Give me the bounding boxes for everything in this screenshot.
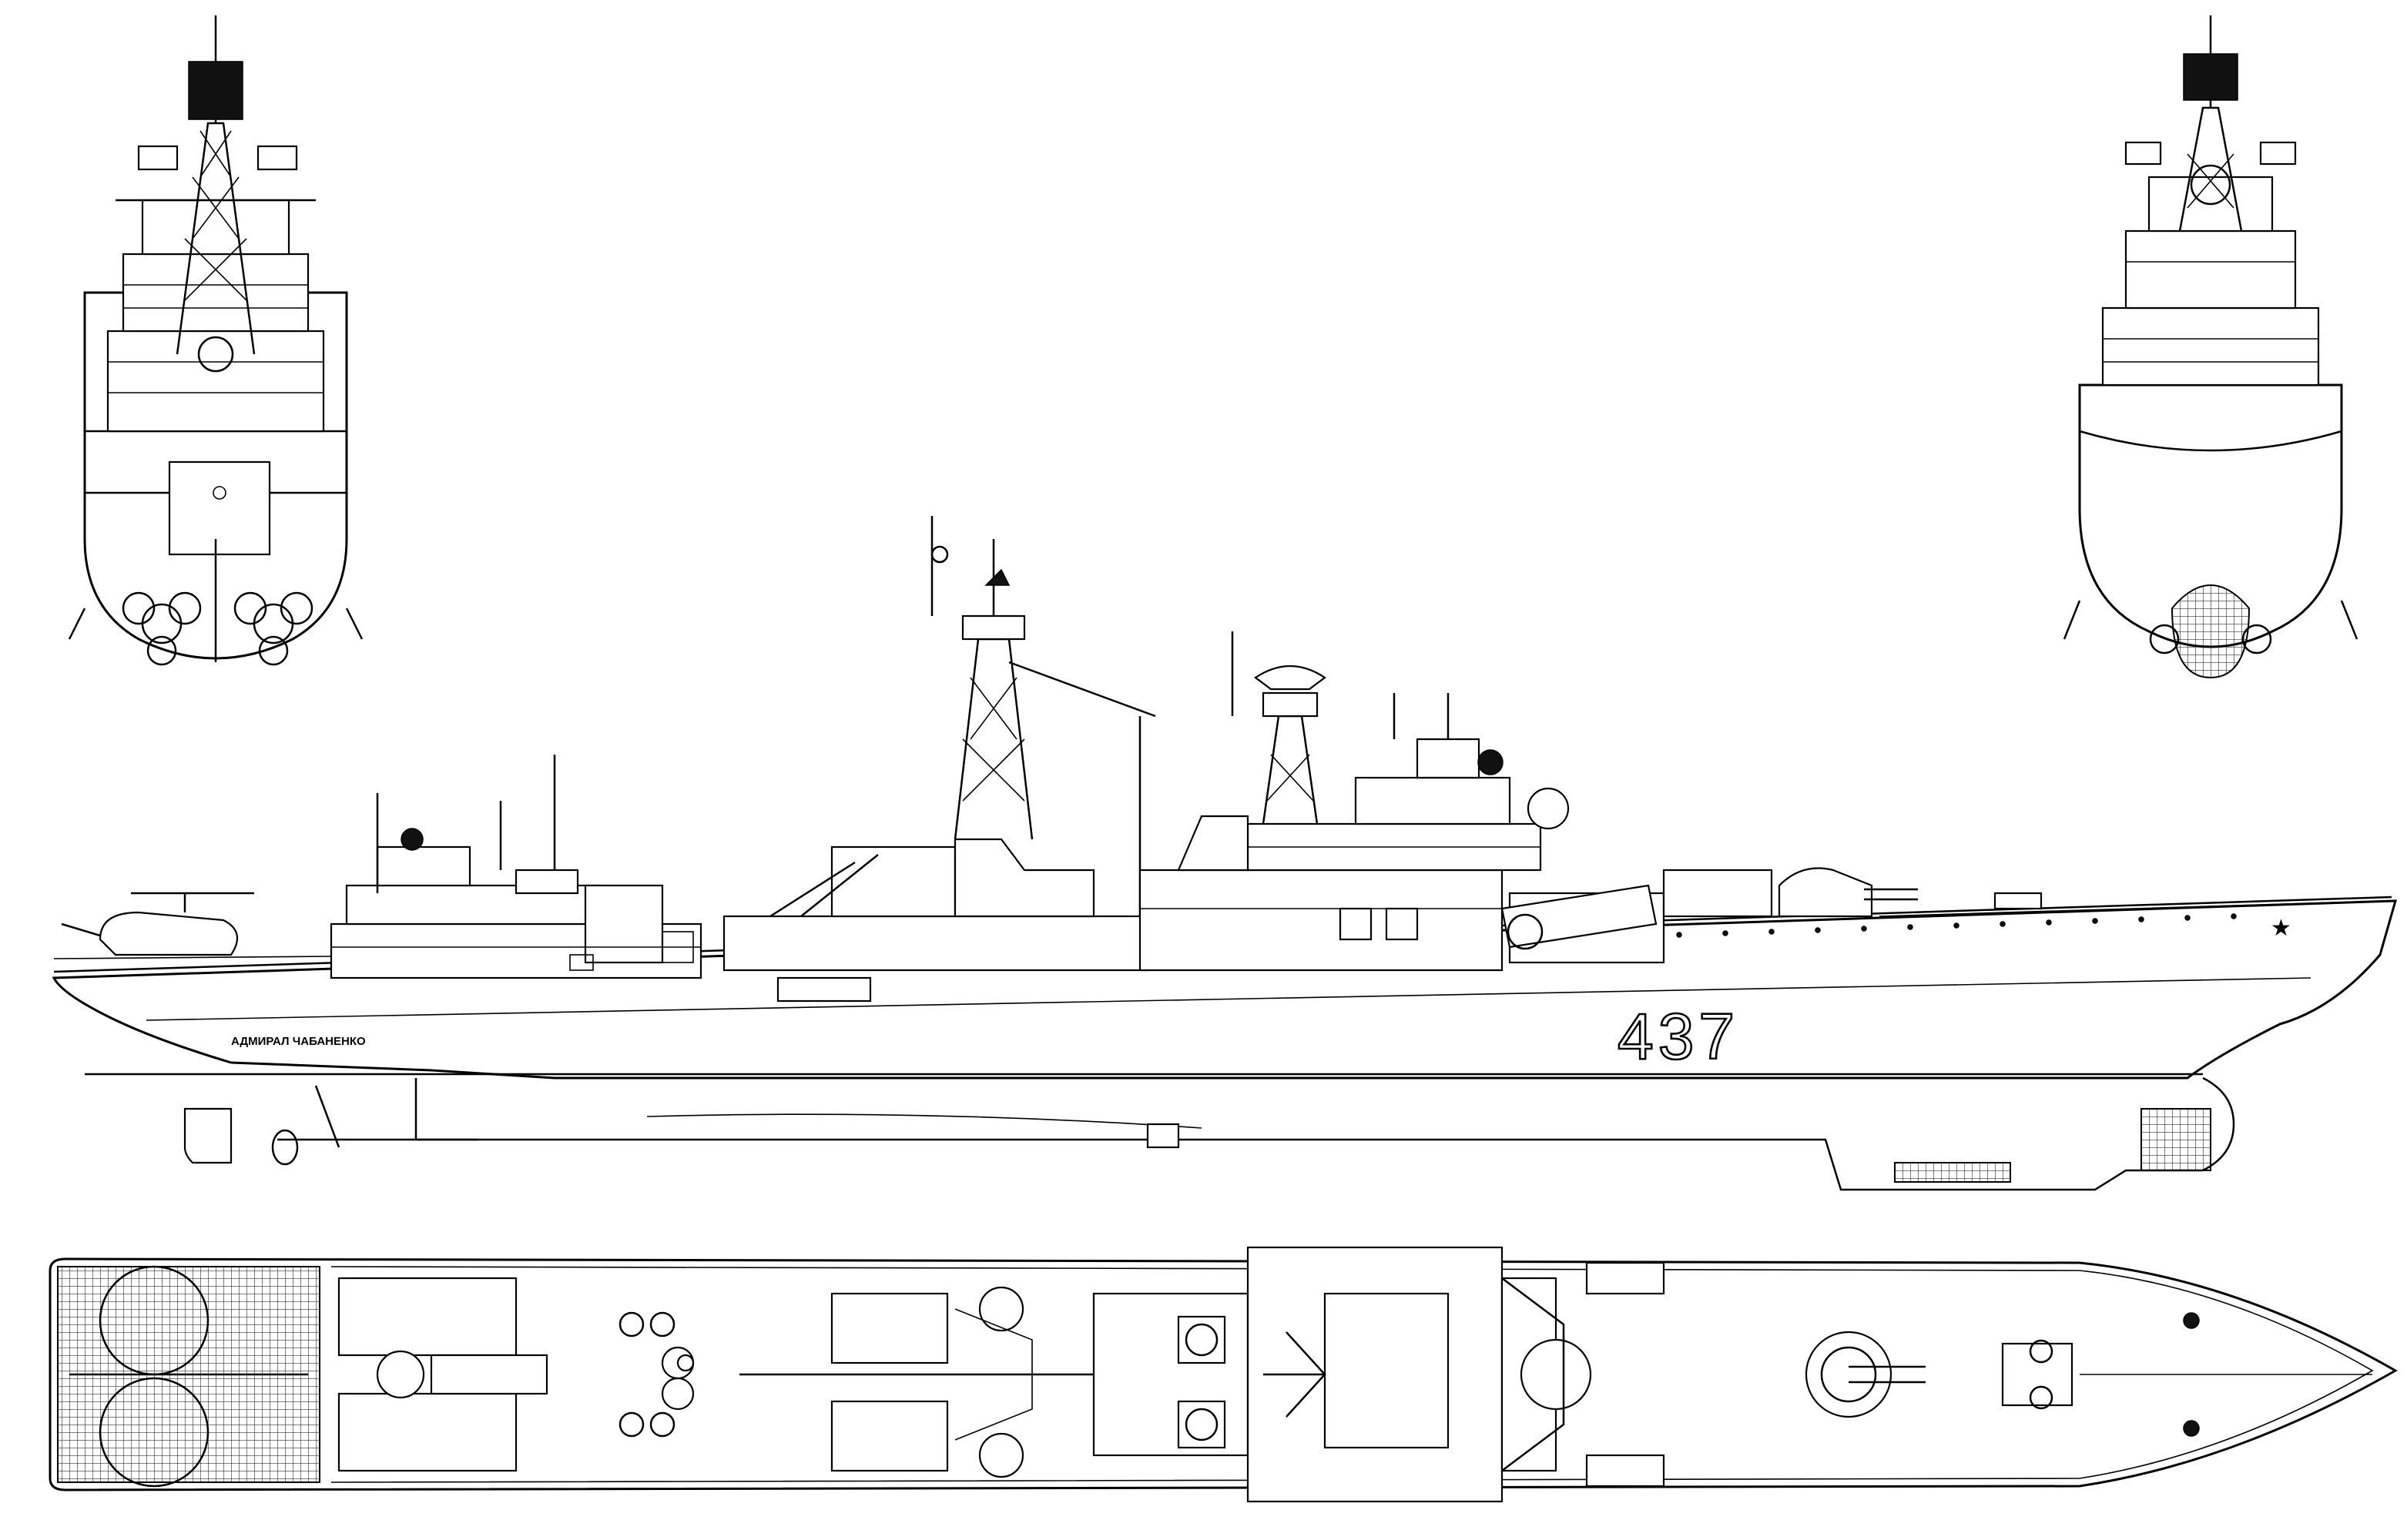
plan-launchers (661, 1286, 1232, 1478)
bow-star-symbol: ★ (2271, 915, 2291, 942)
plan-fwd-deck (1585, 1261, 2372, 1488)
hull-number: 437 (1618, 1000, 1739, 1073)
stern-propellers (68, 539, 364, 666)
plan-hangars (337, 1277, 676, 1472)
plan-view (49, 1246, 2399, 1503)
aft-superstructure (330, 755, 702, 979)
ship-name: АДМИРАЛ ЧАБАНЕНКО (231, 1035, 366, 1048)
fwd-gun-turret (1778, 867, 2043, 918)
plan-bridge (1092, 1246, 1592, 1503)
mid-superstructure (722, 838, 1149, 1003)
side-elevation: 437 АДМИРАЛ ЧАБАНЕНКО ★ (52, 516, 2398, 1191)
bow-mast (2178, 15, 2243, 232)
stern-view (68, 15, 364, 666)
fore-superstructure (1138, 693, 1773, 972)
bow-view (2063, 15, 2358, 679)
stern-mast (176, 15, 256, 373)
plan-helideck (57, 1265, 320, 1488)
helicopter (61, 892, 254, 956)
fore-mast (1231, 631, 1326, 825)
side-hull (52, 899, 2398, 1080)
